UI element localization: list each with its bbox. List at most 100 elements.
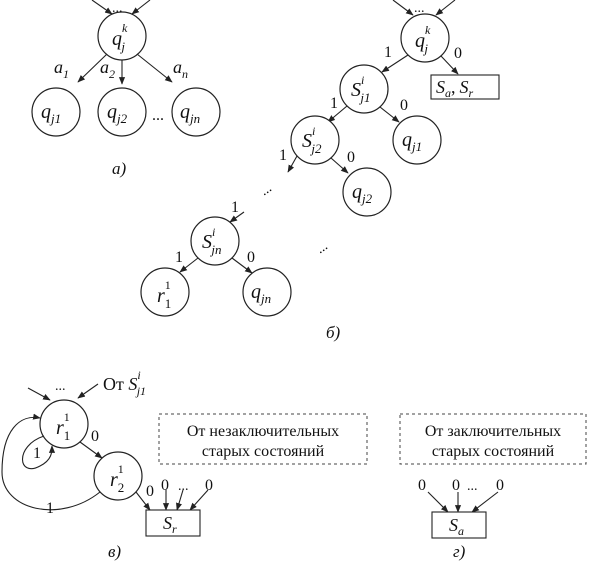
final-set-box-sa-sr (430, 74, 500, 100)
edge-a1 (77, 53, 108, 83)
edge-label-1: 1 (384, 44, 392, 61)
edge-1 (287, 155, 298, 173)
edge-label-0: 0 (400, 97, 408, 114)
edge-1 (179, 257, 199, 273)
edge-label-0: 0 (247, 249, 255, 266)
incoming-edge (91, 0, 113, 15)
incoming-edge (131, 0, 151, 15)
panel-label-v: в) (108, 542, 121, 561)
state-q-j2-label: qj2 (352, 181, 373, 206)
state-q-jn-label: qjn (180, 101, 200, 126)
state-q-j-k (400, 13, 450, 63)
edge-label-0: 0 (418, 477, 426, 494)
state-r-2 (93, 451, 143, 501)
edge-label-1: 1 (231, 199, 239, 216)
state-s-j1 (339, 64, 389, 114)
edges-ellipsis: ... (467, 479, 478, 494)
note-nonfinal-states (158, 413, 368, 465)
incoming-edge (77, 383, 99, 399)
edge-0 (379, 106, 400, 123)
note-nonfinal-line1: От незаключительных (187, 423, 339, 440)
state-q-j2-label: qj2 (107, 101, 128, 126)
incoming-edge (471, 491, 499, 513)
back-edge (1, 413, 101, 511)
final-set-box-sr (145, 509, 201, 537)
chain-ellipsis: ... (257, 181, 274, 199)
self-loop-edge (21, 435, 56, 469)
state-r-1 (39, 399, 89, 449)
panel-label-a: а) (112, 159, 127, 178)
edge-label-1: 1 (46, 500, 54, 517)
edge-label-1: 1 (279, 147, 287, 164)
state-s-j2 (290, 115, 340, 165)
state-q-j1 (392, 115, 442, 165)
state-s-jn (190, 216, 240, 266)
edge-label-0: 0 (146, 483, 154, 500)
panel-label-g: г) (453, 542, 466, 561)
note-final-states (399, 413, 587, 465)
incoming-ellipsis: ... (55, 379, 66, 394)
note-nonfinal-line2: старых состояний (202, 443, 325, 460)
final-set-box-sa-sr-label: Sa,Sr (436, 77, 474, 100)
edge-1 (229, 211, 245, 223)
edge-label-0: 0 (452, 477, 460, 494)
edge-label-an: an (173, 57, 188, 81)
final-set-box-sr-label: Sr (163, 513, 177, 536)
edge-an (136, 53, 173, 83)
panel-g: От заключительных старых состояний 0 0 .… (399, 413, 587, 561)
state-q-j1 (31, 87, 81, 137)
state-r-1 (140, 267, 190, 317)
incoming-edge (427, 491, 449, 513)
incoming-edge (189, 489, 209, 511)
incoming-edge (27, 387, 51, 401)
state-q-j2 (342, 167, 392, 217)
note-final-line1: От заключительных (425, 423, 561, 440)
edge-0 (79, 441, 103, 459)
state-q-jn (171, 87, 221, 137)
side-ellipsis: ... (313, 239, 330, 257)
edge-label-0: 0 (347, 149, 355, 166)
state-q-jn (242, 267, 292, 317)
incoming-ellipsis: ... (112, 1, 123, 16)
state-q-jn-label: qjn (251, 281, 271, 306)
edge-label-a1: a1 (54, 57, 69, 81)
edge-0 (330, 157, 349, 174)
edge-0 (135, 491, 151, 511)
incoming-edge (392, 0, 414, 16)
edge-label-0: 0 (454, 45, 462, 62)
state-q-j1-label: qj1 (402, 129, 422, 154)
edge-1 (327, 105, 348, 123)
incoming-ellipsis: ... (414, 1, 425, 16)
edge-1 (381, 54, 409, 73)
edge-label-0: 0 (91, 428, 99, 445)
edge-label-0: 0 (161, 477, 169, 494)
edge-label-1: 1 (175, 249, 183, 266)
final-set-box-sa (431, 511, 487, 539)
panel-label-b: б) (326, 323, 341, 342)
edge-label-1: 1 (330, 95, 338, 112)
incoming-edge (435, 0, 456, 16)
edge-0 (231, 257, 253, 274)
states-ellipsis: ... (152, 107, 164, 124)
state-q-j2 (97, 87, 147, 137)
edge-0 (440, 55, 459, 75)
incoming-edge (176, 489, 184, 511)
edge-label-a2: a2 (100, 57, 115, 81)
note-final-line2: старых состояний (432, 443, 555, 460)
edge-label-1: 1 (33, 445, 41, 462)
final-set-box-sa-label: Sa (449, 515, 464, 538)
edges-ellipsis: ... (178, 479, 189, 494)
edge-label-0: 0 (205, 477, 213, 494)
